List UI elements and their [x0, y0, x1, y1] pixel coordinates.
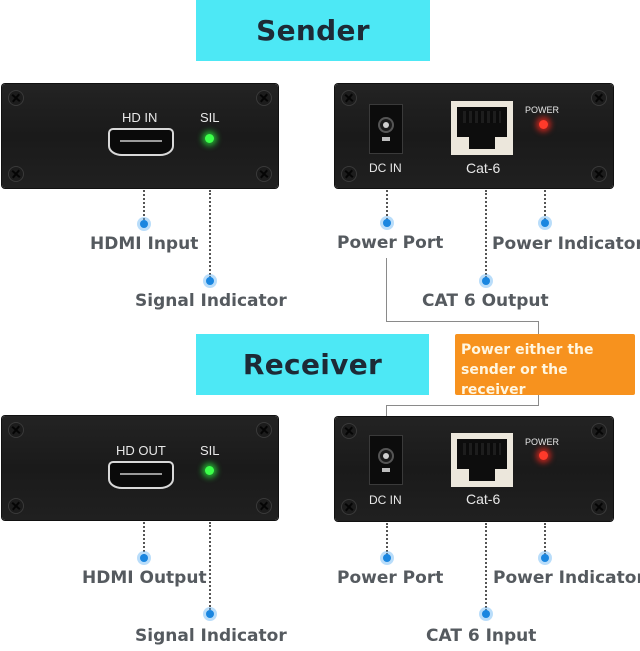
- rj45-port-icon: [451, 101, 513, 155]
- power-led-icon: [539, 451, 548, 460]
- leader-line: [209, 522, 211, 610]
- callout-power-port: Power Port: [337, 568, 444, 588]
- dc-in-label: DC IN: [369, 161, 402, 175]
- marker-icon: [380, 551, 394, 565]
- receiver-title: Receiver: [196, 334, 429, 395]
- rj45-port-icon: [451, 433, 513, 487]
- sender-cat6-panel: DC IN Cat-6 POWER: [335, 84, 613, 188]
- cat6-label: Cat-6: [466, 160, 501, 176]
- leader-line: [386, 190, 388, 220]
- screw-icon: [256, 498, 272, 514]
- screw-icon: [8, 498, 24, 514]
- callout-cat6-input: CAT 6 Input: [426, 626, 537, 646]
- screw-icon: [8, 90, 24, 106]
- dc-jack-icon: [369, 104, 403, 154]
- power-label: POWER: [525, 105, 560, 115]
- screw-icon: [8, 166, 24, 182]
- callout-signal-indicator: Signal Indicator: [135, 626, 287, 646]
- sender-hdmi-panel: HD IN SIL: [2, 84, 278, 188]
- power-note-line2: sender or the receiver: [461, 362, 568, 398]
- callout-power-indicator: Power Indicator: [493, 568, 640, 588]
- power-note: Power either the sender or the receiver: [455, 334, 635, 398]
- receiver-hdmi-panel: HD OUT SIL: [2, 416, 278, 520]
- hd-in-label: HD IN: [122, 110, 158, 125]
- leader-line: [143, 522, 145, 556]
- sil-label: SIL: [200, 110, 220, 125]
- connector-line: [538, 394, 539, 406]
- marker-icon: [137, 217, 151, 231]
- marker-icon: [203, 607, 217, 621]
- marker-icon: [137, 551, 151, 565]
- power-led-icon: [539, 120, 548, 129]
- callout-hdmi-input: HDMI Input: [90, 234, 199, 254]
- callout-power-indicator: Power Indicator: [492, 234, 640, 254]
- marker-icon: [380, 216, 394, 230]
- connector-line: [386, 405, 539, 406]
- leader-line: [143, 190, 145, 220]
- connector-line: [386, 405, 387, 417]
- screw-icon: [341, 166, 357, 182]
- leader-line: [544, 523, 546, 555]
- screw-icon: [256, 166, 272, 182]
- connector-line: [386, 258, 387, 322]
- screw-icon: [591, 423, 607, 439]
- screw-icon: [591, 166, 607, 182]
- leader-line: [485, 523, 487, 611]
- power-label: POWER: [525, 437, 560, 447]
- hd-out-label: HD OUT: [116, 443, 166, 458]
- marker-icon: [479, 607, 493, 621]
- screw-icon: [341, 499, 357, 515]
- leader-line: [485, 190, 487, 278]
- callout-hdmi-output: HDMI Output: [82, 568, 207, 588]
- screw-icon: [8, 422, 24, 438]
- receiver-title-text: Receiver: [242, 348, 383, 381]
- leader-line: [544, 190, 546, 220]
- callout-signal-indicator: Signal Indicator: [135, 291, 287, 311]
- leader-line: [209, 190, 211, 278]
- screw-icon: [256, 90, 272, 106]
- signal-led-icon: [205, 134, 214, 143]
- receiver-cat6-panel: DC IN Cat-6 POWER: [335, 417, 613, 521]
- marker-icon: [203, 274, 217, 288]
- screw-icon: [256, 422, 272, 438]
- dc-jack-icon: [369, 435, 403, 485]
- hdmi-port-icon: [108, 128, 174, 156]
- screw-icon: [591, 499, 607, 515]
- callout-power-port: Power Port: [337, 233, 444, 253]
- dc-in-label: DC IN: [369, 493, 402, 507]
- marker-icon: [538, 551, 552, 565]
- signal-led-icon: [205, 466, 214, 475]
- power-note-line1: Power either the: [461, 342, 594, 358]
- sender-title-text: Sender: [256, 14, 370, 47]
- marker-icon: [538, 216, 552, 230]
- sender-title: Sender: [196, 0, 430, 61]
- screw-icon: [591, 90, 607, 106]
- screw-icon: [341, 423, 357, 439]
- callout-cat6-output: CAT 6 Output: [422, 291, 549, 311]
- hdmi-port-icon: [108, 461, 174, 489]
- connector-line: [386, 321, 539, 322]
- screw-icon: [341, 90, 357, 106]
- cat6-label: Cat-6: [466, 491, 501, 507]
- marker-icon: [479, 274, 493, 288]
- connector-line: [538, 321, 539, 335]
- leader-line: [386, 523, 388, 555]
- sil-label: SIL: [200, 443, 220, 458]
